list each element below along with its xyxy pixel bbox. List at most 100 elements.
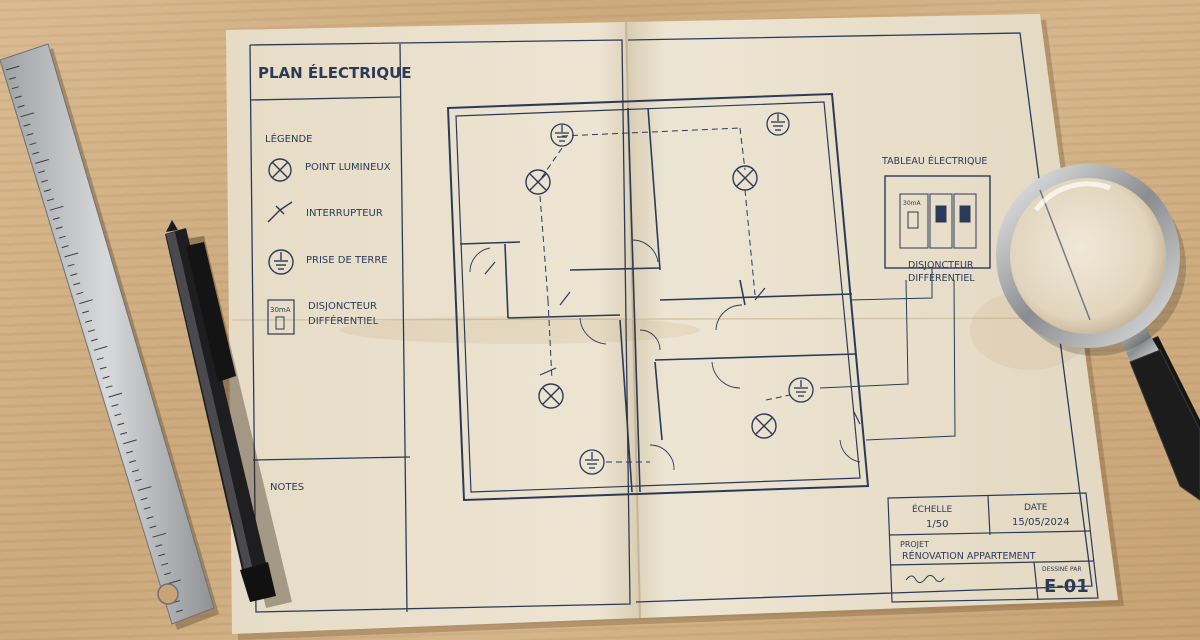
ruler-tick: [161, 562, 169, 566]
ruler-tick: [105, 385, 113, 389]
ruler-tick: [143, 506, 151, 510]
ruler-tick: [41, 179, 49, 183]
ruler-tick: [17, 104, 25, 108]
ruler-tick: [84, 319, 93, 323]
ruler-tick: [123, 439, 137, 445]
ruler-tick: [46, 198, 54, 202]
ruler-tick: [99, 366, 107, 370]
ruler-tick: [126, 450, 134, 454]
ruler-tick: [52, 217, 60, 220]
legend-light-label: POINT LUMINEUX: [305, 162, 391, 173]
panel-module-text: 30mA: [903, 200, 921, 207]
ruler-tick: [134, 478, 142, 482]
electrical-panel: TABLEAU ÉLECTRIQUE 30mA DISJONCTEUR DIFF…: [819, 155, 991, 441]
legend-breaker-label-2: DIFFÉRENTIEL: [308, 314, 379, 327]
room-light-point-2: [732, 165, 758, 191]
light-point-icon: [268, 158, 292, 182]
room-earth-socket-3: [788, 377, 814, 403]
ruler-tick: [82, 310, 90, 314]
plan-title: PLAN ÉLECTRIQUE: [258, 63, 412, 82]
ruler-tick: [11, 86, 19, 90]
room-earth-socket-1: [550, 123, 574, 147]
breaker-icon-text: 30mA: [270, 306, 291, 314]
ruler-tick: [164, 572, 172, 576]
magnifying-glass: [996, 164, 1200, 501]
ruler-tick: [175, 609, 183, 613]
ruler-tick: [29, 142, 37, 146]
earth-socket-icon: [268, 249, 294, 275]
switch-icon: [267, 201, 293, 223]
drawn-by-label: DESSINÉ PAR: [1042, 565, 1082, 573]
ruler-hole: [157, 583, 179, 605]
signature-scribble: [905, 574, 945, 584]
ruler-tick: [35, 159, 49, 164]
ruler-tick: [167, 579, 181, 585]
earth-sockets: [550, 112, 814, 475]
ruler-tick: [117, 422, 125, 426]
steel-ruler: [0, 43, 219, 630]
ruler-tick: [152, 532, 167, 538]
room-earth-socket-4: [579, 449, 605, 475]
scale-label: ÉCHELLE: [912, 503, 952, 515]
switches: [484, 261, 861, 425]
ruler-tick: [111, 404, 119, 407]
room-light-point-3: [538, 383, 564, 409]
notes-heading: NOTES: [270, 482, 304, 493]
ruler-tick: [87, 329, 95, 333]
legend-earth-label: PRISE DE TERRE: [306, 255, 388, 266]
ruler-tick: [38, 170, 46, 174]
ruler-tick: [96, 357, 104, 361]
ruler-tick: [5, 65, 20, 71]
ruler-tick: [67, 263, 75, 267]
scale-value: 1/50: [926, 519, 948, 530]
ruler-tick: [79, 299, 93, 305]
ruler-tick: [64, 252, 79, 258]
project-value: RÉNOVATION APPARTEMENT: [902, 550, 1036, 562]
black-pen: [165, 220, 292, 608]
ruler-tick: [43, 189, 51, 192]
legend-breaker-label-1: DISJONCTEUR: [308, 301, 377, 312]
room-light-point-1: [525, 169, 551, 195]
ruler-tick: [158, 553, 166, 557]
ruler-tick: [108, 392, 123, 398]
date-label: DATE: [1024, 503, 1048, 513]
ruler-tick: [61, 245, 69, 249]
ruler-tick: [76, 291, 84, 295]
ruler-tick: [90, 338, 98, 342]
ruler-tick: [49, 205, 64, 211]
ruler-tick: [14, 95, 22, 99]
ruler-tick: [20, 112, 35, 118]
ruler-tick: [120, 432, 128, 435]
ruler-tick: [128, 460, 136, 463]
room-earth-socket-2: [766, 112, 790, 136]
panel-heading: TABLEAU ÉLECTRIQUE: [881, 155, 987, 167]
panel-label-2: DIFFÉRENTIEL: [908, 272, 975, 284]
light-points: [525, 165, 777, 439]
ruler-tick: [114, 413, 122, 417]
ruler-tick: [23, 123, 31, 127]
project-label: PROJET: [900, 540, 929, 549]
ruler-tick: [131, 469, 139, 473]
breaker-icon: 30mA: [267, 299, 295, 335]
ruler-tick: [55, 226, 63, 230]
sheet-number: E-01: [1044, 576, 1089, 597]
room-light-point-4: [751, 413, 777, 439]
ruler-tick: [8, 76, 16, 80]
ruler-tick: [137, 486, 152, 491]
ruler-tick: [26, 133, 34, 136]
ruler-tick: [32, 151, 40, 155]
ruler-tick: [102, 375, 110, 379]
ruler-tick: [140, 497, 148, 501]
ruler-tick: [58, 235, 66, 239]
legend-switch-label: INTERRUPTEUR: [306, 208, 383, 219]
title-block: ÉCHELLE 1/50 DATE 15/05/2024 PROJET RÉNO…: [887, 492, 1099, 603]
legend: LÉGENDE POINT LUMINEUX INTERRUPTEUR PRIS…: [265, 132, 391, 335]
ruler-tick: [155, 544, 163, 548]
ruler-tick: [73, 282, 81, 286]
date-value: 15/05/2024: [1012, 517, 1070, 528]
panel-label-1: DISJONCTEUR: [908, 260, 974, 271]
ruler-tick: [70, 273, 78, 277]
ruler-tick: [93, 345, 108, 351]
ruler-tick: [149, 525, 157, 529]
